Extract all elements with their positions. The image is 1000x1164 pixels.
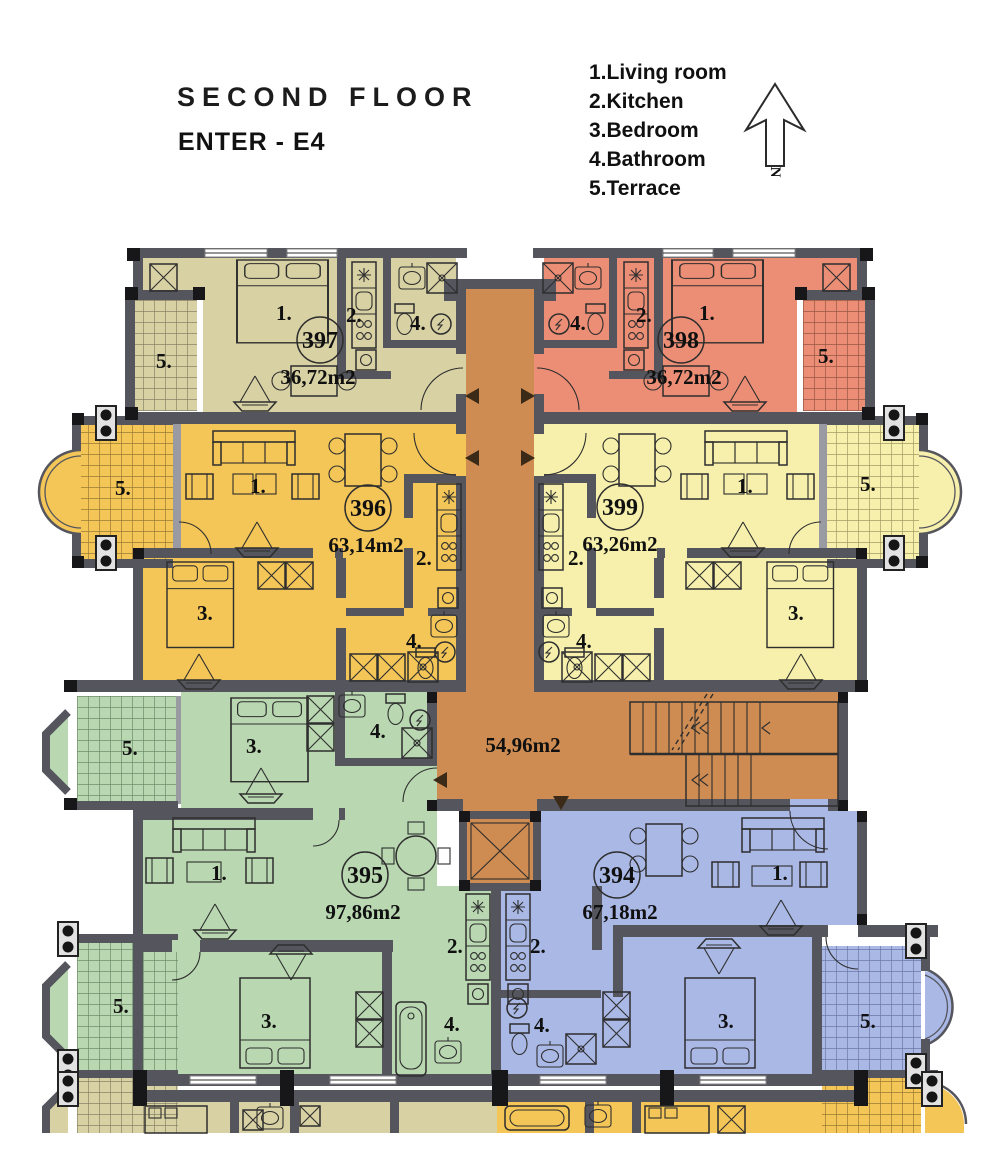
room-label: 5.: [818, 344, 834, 368]
apartment-number: 396: [350, 496, 386, 522]
hall-area: 54,96m2: [485, 733, 560, 757]
room-label: 4.: [534, 1013, 550, 1037]
apartment-area: 63,14m2: [328, 533, 403, 557]
pillar: [883, 405, 905, 441]
room-label: 2.: [346, 303, 362, 327]
room-label: 1.: [250, 474, 266, 498]
pillar: [57, 921, 79, 957]
room-label: 5.: [860, 472, 876, 496]
apartment-398-furniture: [536, 259, 851, 412]
room-label: 3.: [197, 601, 213, 625]
room-label: 5.: [860, 1009, 876, 1033]
apartment-number: 399: [602, 495, 638, 521]
windows: [189, 248, 796, 1085]
room-label: 2.: [568, 546, 584, 570]
entry-arrows: [433, 388, 569, 810]
apartment-number: 397: [302, 328, 338, 354]
elevator: [459, 811, 541, 891]
apartment-397-furniture: [149, 259, 464, 412]
room-fills: [39, 258, 964, 1133]
legend-item: 4.Bathroom: [589, 148, 706, 171]
apartment-396-furniture: [166, 430, 462, 690]
apartment-number: 394: [599, 863, 635, 889]
apartment-area: 67,18m2: [582, 900, 657, 924]
pillar: [883, 535, 905, 571]
pillar: [95, 405, 117, 441]
pillar: [57, 1071, 79, 1107]
apartment-395-furniture: [145, 690, 491, 1077]
room-label: 1.: [276, 301, 292, 325]
room-label: 3.: [246, 734, 262, 758]
room-label: 4.: [410, 311, 426, 335]
apartment-area: 63,26m2: [582, 532, 657, 556]
apartment-area: 36,72m2: [646, 365, 721, 389]
north-label: N: [767, 167, 783, 178]
legend-item: 1.Living room: [589, 61, 727, 84]
room-label: 2.: [636, 303, 652, 327]
room-label: 4.: [576, 629, 592, 653]
apartment-394-furniture: [505, 810, 859, 1069]
legend-item: 5.Terrace: [589, 177, 681, 200]
apartment-number: 395: [347, 863, 383, 889]
north-arrow-icon: N: [743, 82, 807, 178]
pillar: [921, 1071, 943, 1107]
room-label: 3.: [261, 1009, 277, 1033]
apartment-number: 398: [663, 328, 699, 354]
pillar: [95, 535, 117, 571]
room-label: 1.: [699, 301, 715, 325]
room-label: 5.: [115, 476, 131, 500]
room-label: 2.: [416, 546, 432, 570]
room-labels: 1. 2. 4. 5. 1. 2. 4. 5. 1. 2. 3. 4. 5. 1…: [113, 301, 876, 1037]
legend: 1.Living room 2.Kitchen 3.Bedroom 4.Bath…: [589, 58, 727, 203]
lower-unit-strip: [144, 1100, 746, 1134]
apartment-badges: 397 36,72m2 398 36,72m2 396 63,14m2 399 …: [280, 316, 722, 924]
apartment-area: 36,72m2: [280, 365, 355, 389]
floor-plan: 1. 2. 4. 5. 1. 2. 4. 5. 1. 2. 3. 4. 5. 1…: [37, 248, 968, 1134]
room-label: 1.: [737, 474, 753, 498]
door-openings: [172, 354, 828, 952]
page-title: SECOND FLOOR: [177, 82, 479, 112]
legend-item: 2.Kitchen: [589, 90, 684, 113]
legend-item: 3.Bedroom: [589, 119, 699, 142]
room-label: 4.: [570, 311, 586, 335]
room-label: 4.: [406, 629, 422, 653]
room-label: 2.: [447, 934, 463, 958]
room-label: 1.: [772, 861, 788, 885]
room-label: 2.: [530, 934, 546, 958]
corner-blocks: [64, 248, 928, 1106]
page-subtitle: ENTER - E4: [178, 128, 326, 156]
apartment-399-furniture: [538, 430, 835, 690]
pillar: [905, 923, 927, 959]
room-label: 4.: [370, 719, 386, 743]
room-label: 3.: [718, 1009, 734, 1033]
room-label: 1.: [211, 861, 227, 885]
room-label: 3.: [788, 601, 804, 625]
room-label: 5.: [156, 349, 172, 373]
staircase: [629, 693, 839, 807]
apartment-area: 97,86m2: [325, 900, 400, 924]
room-label: 5.: [122, 736, 138, 760]
room-label: 5.: [113, 994, 129, 1018]
room-label: 4.: [444, 1012, 460, 1036]
